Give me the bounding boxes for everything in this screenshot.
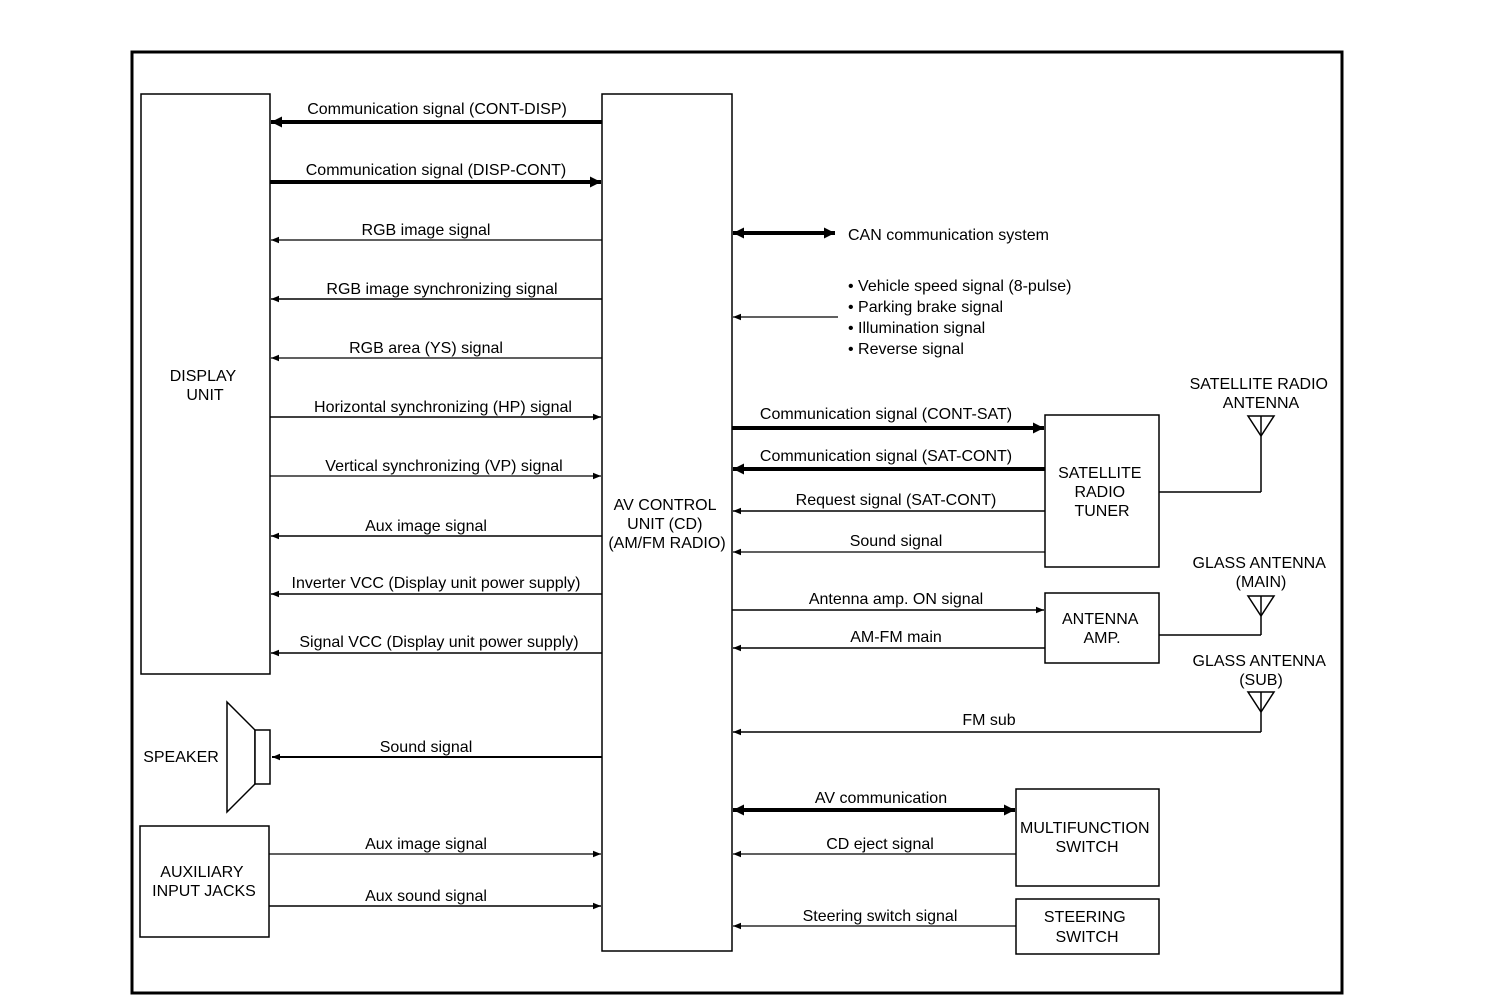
glass-antenna-sub-icon — [1246, 691, 1276, 732]
satellite-radio-antenna-icon — [1159, 415, 1276, 493]
hp-label: Horizontal synchronizing (HP) signal — [314, 399, 572, 416]
sat-cont-label: Communication signal (SAT-CONT) — [760, 448, 1012, 465]
rgb-area-label: RGB area (YS) signal — [349, 340, 503, 357]
am-fm-main-label: AM-FM main — [850, 629, 942, 646]
speaker-sound-label: Sound signal — [380, 739, 473, 756]
speaker-icon — [226, 700, 271, 814]
antenna-amp-block — [1044, 592, 1160, 664]
glass-antenna-sub-label: GLASS ANTENNA (SUB) — [1193, 653, 1330, 689]
glass-antenna-main-label: GLASS ANTENNA (MAIN) — [1193, 555, 1330, 591]
rgb-sync-label: RGB image synchronizing signal — [326, 281, 557, 298]
steering-switch-label: STEERING SWITCH — [1044, 909, 1130, 946]
disp-cont-label: Communication signal (DISP-CONT) — [306, 162, 567, 179]
inverter-vcc-label: Inverter VCC (Display unit power supply) — [292, 575, 581, 592]
request-label: Request signal (SAT-CONT) — [796, 492, 997, 509]
vp-label: Vertical synchronizing (VP) signal — [325, 458, 562, 475]
av-comm-label: AV communication — [815, 790, 947, 807]
aux-image-display-label: Aux image signal — [365, 518, 487, 535]
auxiliary-input-jacks-label: AUXILIARY INPUT JACKS — [152, 864, 256, 900]
cont-sat-label: Communication signal (CONT-SAT) — [760, 406, 1012, 423]
satellite-radio-tuner-block — [1044, 414, 1160, 568]
multifunction-switch-block — [1015, 788, 1160, 887]
can-label: CAN communication system — [848, 227, 1049, 244]
glass-antenna-main-icon — [1159, 595, 1276, 636]
aux-image-jacks-label: Aux image signal — [365, 836, 487, 853]
cont-disp-label: Communication signal (CONT-DISP) — [307, 101, 567, 118]
sat-sound-label: Sound signal — [850, 533, 943, 550]
satellite-radio-tuner-label: SATELLITE RADIO TUNER — [1058, 465, 1146, 520]
auxiliary-input-jacks-block — [139, 825, 270, 938]
aux-sound-label: Aux sound signal — [365, 888, 487, 905]
display-unit-block — [140, 93, 271, 675]
av-control-unit-label: AV CONTROL UNIT (CD) (AM/FM RADIO) — [608, 497, 725, 552]
display-unit-label: DISPLAY UNIT — [170, 368, 241, 404]
av-control-unit-block — [601, 93, 733, 952]
fm-sub-label: FM sub — [962, 712, 1015, 729]
antenna-amp-label: ANTENNA AMP. — [1062, 611, 1142, 647]
steering-signal-label: Steering switch signal — [803, 908, 958, 925]
cd-eject-label: CD eject signal — [826, 836, 934, 853]
multifunction-switch-label: MULTIFUNCTION SWITCH — [1020, 820, 1154, 856]
satellite-radio-antenna-label: SATELLITE RADIO ANTENNA — [1190, 376, 1333, 412]
steering-switch-block — [1015, 898, 1160, 955]
diagram-frame — [130, 50, 1344, 995]
speaker-label: SPEAKER — [143, 749, 219, 766]
antenna-amp-on-label: Antenna amp. ON signal — [809, 591, 983, 608]
rgb-image-label: RGB image signal — [362, 222, 491, 239]
can-inputs-list: • Vehicle speed signal (8-pulse) • Parki… — [848, 278, 1076, 358]
signal-vcc-label: Signal VCC (Display unit power supply) — [299, 634, 578, 651]
